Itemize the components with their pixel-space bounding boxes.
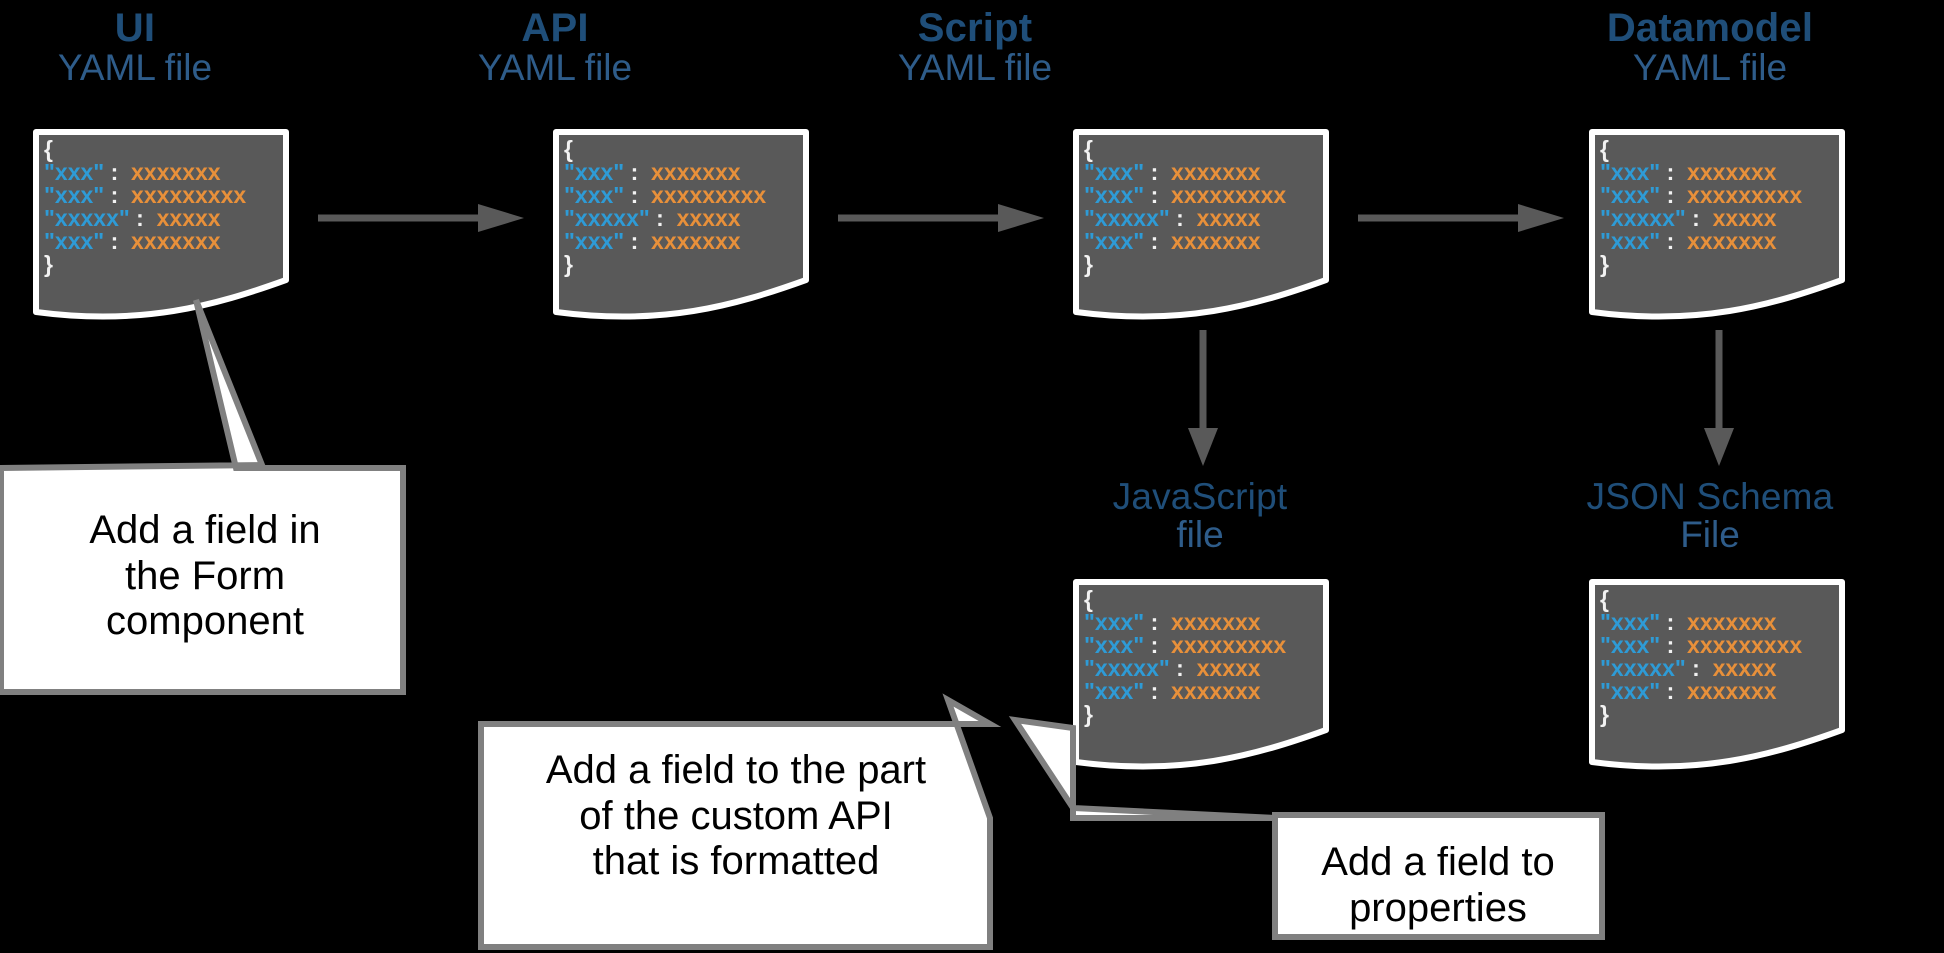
code-line-close-brace: } (564, 251, 573, 277)
arrow-ui-to-api (318, 204, 524, 232)
document-sheet-shape (553, 129, 809, 320)
code-line-pair: "xxx" : xxxxxxx (1084, 228, 1261, 254)
node-label-javascript: JavaScript file (1065, 478, 1335, 553)
code-line-pair: "xxx" : xxxxxxx (1600, 609, 1777, 635)
code-line-pair: "xxx" : xxxxxxxxx (564, 182, 767, 208)
document-code-block: {"xxx" : xxxxxxx"xxx" : xxxxxxxxx"xxxxx"… (32, 128, 292, 276)
node-subtitle-text: YAML file (1632, 46, 1788, 88)
node-label-ui: UI YAML file (0, 8, 270, 87)
code-line-close-brace: } (44, 251, 53, 277)
document-javascript: {"xxx" : xxxxxxx"xxx" : xxxxxxxxx"xxxxx"… (1072, 578, 1332, 778)
document-code-block: {"xxx" : xxxxxxx"xxx" : xxxxxxxxx"xxxxx"… (552, 128, 812, 276)
callout-jsonschema-shape (1008, 716, 1605, 940)
code-line-pair: "xxx" : xxxxxxx (1600, 159, 1777, 185)
node-title-text: JavaScript (1112, 476, 1288, 517)
code-line-open-brace: { (1084, 586, 1093, 612)
code-line-pair: "xxx" : xxxxxxx (1600, 228, 1777, 254)
code-line-pair: "xxxxx" : xxxxx (1600, 205, 1777, 231)
node-title-text: API (521, 6, 589, 50)
arrow-datamodel-to-jsonschema (1704, 330, 1734, 466)
node-subtitle-text: YAML file (477, 46, 633, 88)
arrow-script-to-javascript (1188, 330, 1218, 466)
code-line-pair: "xxxxx" : xxxxx (564, 205, 741, 231)
code-line-pair: "xxx" : xxxxxxx (44, 159, 221, 185)
node-title-text: Datamodel (1606, 6, 1814, 50)
code-line-pair: "xxx" : xxxxxxx (1084, 159, 1261, 185)
code-line-pair: "xxxxx" : xxxxx (1084, 205, 1261, 231)
callout-ui-text: Add a field in the Form component (89, 508, 321, 644)
callout-ui[interactable]: Add a field in the Form component (0, 298, 410, 700)
code-line-pair: "xxx" : xxxxxxx (564, 228, 741, 254)
document-code-block: {"xxx" : xxxxxxx"xxx" : xxxxxxxxx"xxxxx"… (1072, 128, 1332, 276)
document-ui: {"xxx" : xxxxxxx"xxx" : xxxxxxxxx"xxxxx"… (32, 128, 292, 328)
node-subtitle-text: file (1176, 513, 1224, 555)
code-line-pair: "xxx" : xxxxxxxxx (1600, 632, 1803, 658)
document-sheet-shape (1073, 579, 1329, 770)
node-title-api: API YAML file (420, 8, 690, 87)
node-subtitle-text: File (1680, 513, 1740, 555)
callout-ui-shape (0, 298, 406, 695)
document-datamodel: {"xxx" : xxxxxxx"xxx" : xxxxxxxxx"xxxxx"… (1588, 128, 1848, 328)
document-code-block: {"xxx" : xxxxxxx"xxx" : xxxxxxxxx"xxxxx"… (1072, 578, 1332, 726)
arrow-api-to-script (838, 204, 1044, 232)
document-sheet-shape (1073, 129, 1329, 320)
node-title-text: Script (917, 6, 1033, 50)
node-subtitle-text: YAML file (57, 46, 213, 88)
document-api: {"xxx" : xxxxxxx"xxx" : xxxxxxxxx"xxxxx"… (552, 128, 812, 328)
code-line-pair: "xxx" : xxxxxxx (1600, 678, 1777, 704)
code-line-pair: "xxx" : xxxxxxx (1084, 609, 1261, 635)
code-line-pair: "xxxxx" : xxxxx (1600, 655, 1777, 681)
node-title-script: Script YAML file (840, 8, 1110, 87)
code-line-open-brace: { (1600, 586, 1609, 612)
code-line-open-brace: { (44, 136, 53, 162)
code-line-close-brace: } (1084, 251, 1093, 277)
document-sheet-shape (1589, 129, 1845, 320)
code-line-pair: "xxxxx" : xxxxx (44, 205, 221, 231)
node-label-api: API YAML file (420, 8, 690, 87)
arrow-script-to-datamodel (1358, 204, 1564, 232)
document-sheet-shape (33, 129, 289, 320)
document-sheet-shape (1589, 579, 1845, 770)
callout-jsonschema-text: Add a field to properties (1321, 840, 1555, 930)
code-line-close-brace: } (1600, 701, 1609, 727)
code-line-open-brace: { (1084, 136, 1093, 162)
node-label-jsonschema: JSON Schema File (1540, 478, 1880, 553)
node-title-text: UI (114, 6, 156, 50)
code-line-open-brace: { (1600, 136, 1609, 162)
code-line-pair: "xxx" : xxxxxxxxx (44, 182, 247, 208)
code-line-pair: "xxx" : xxxxxxx (1084, 678, 1261, 704)
node-title-ui: UI YAML file (0, 8, 270, 87)
callout-script[interactable]: Add a field to the part of the custom AP… (478, 693, 1018, 953)
node-title-datamodel: Datamodel YAML file (1575, 8, 1845, 87)
code-line-pair: "xxx" : xxxxxxx (564, 159, 741, 185)
callout-script-text: Add a field to the part of the custom AP… (545, 748, 927, 884)
node-title-jsonschema: JSON Schema File (1540, 478, 1880, 553)
code-line-pair: "xxx" : xxxxxxxxx (1600, 182, 1803, 208)
node-label-script: Script YAML file (840, 8, 1110, 87)
callout-jsonschema[interactable]: Add a field to properties (985, 690, 1605, 940)
code-line-close-brace: } (1084, 701, 1093, 727)
code-line-close-brace: } (1600, 251, 1609, 277)
code-line-pair: "xxx" : xxxxxxx (44, 228, 221, 254)
document-code-block: {"xxx" : xxxxxxx"xxx" : xxxxxxxxx"xxxxx"… (1588, 128, 1848, 276)
document-jsonschema: {"xxx" : xxxxxxx"xxx" : xxxxxxxxx"xxxxx"… (1588, 578, 1848, 778)
document-code-block: {"xxx" : xxxxxxx"xxx" : xxxxxxxxx"xxxxx"… (1588, 578, 1848, 726)
node-title-javascript: JavaScript file (1065, 478, 1335, 553)
code-line-pair: "xxx" : xxxxxxxxx (1084, 632, 1287, 658)
code-line-open-brace: { (564, 136, 573, 162)
code-line-pair: "xxx" : xxxxxxxxx (1084, 182, 1287, 208)
node-subtitle-text: YAML file (897, 46, 1053, 88)
code-line-pair: "xxxxx" : xxxxx (1084, 655, 1261, 681)
node-label-datamodel: Datamodel YAML file (1575, 8, 1845, 87)
node-title-text: JSON Schema (1586, 476, 1834, 517)
callout-script-shape (478, 693, 1002, 950)
document-script: {"xxx" : xxxxxxx"xxx" : xxxxxxxxx"xxxxx"… (1072, 128, 1332, 328)
